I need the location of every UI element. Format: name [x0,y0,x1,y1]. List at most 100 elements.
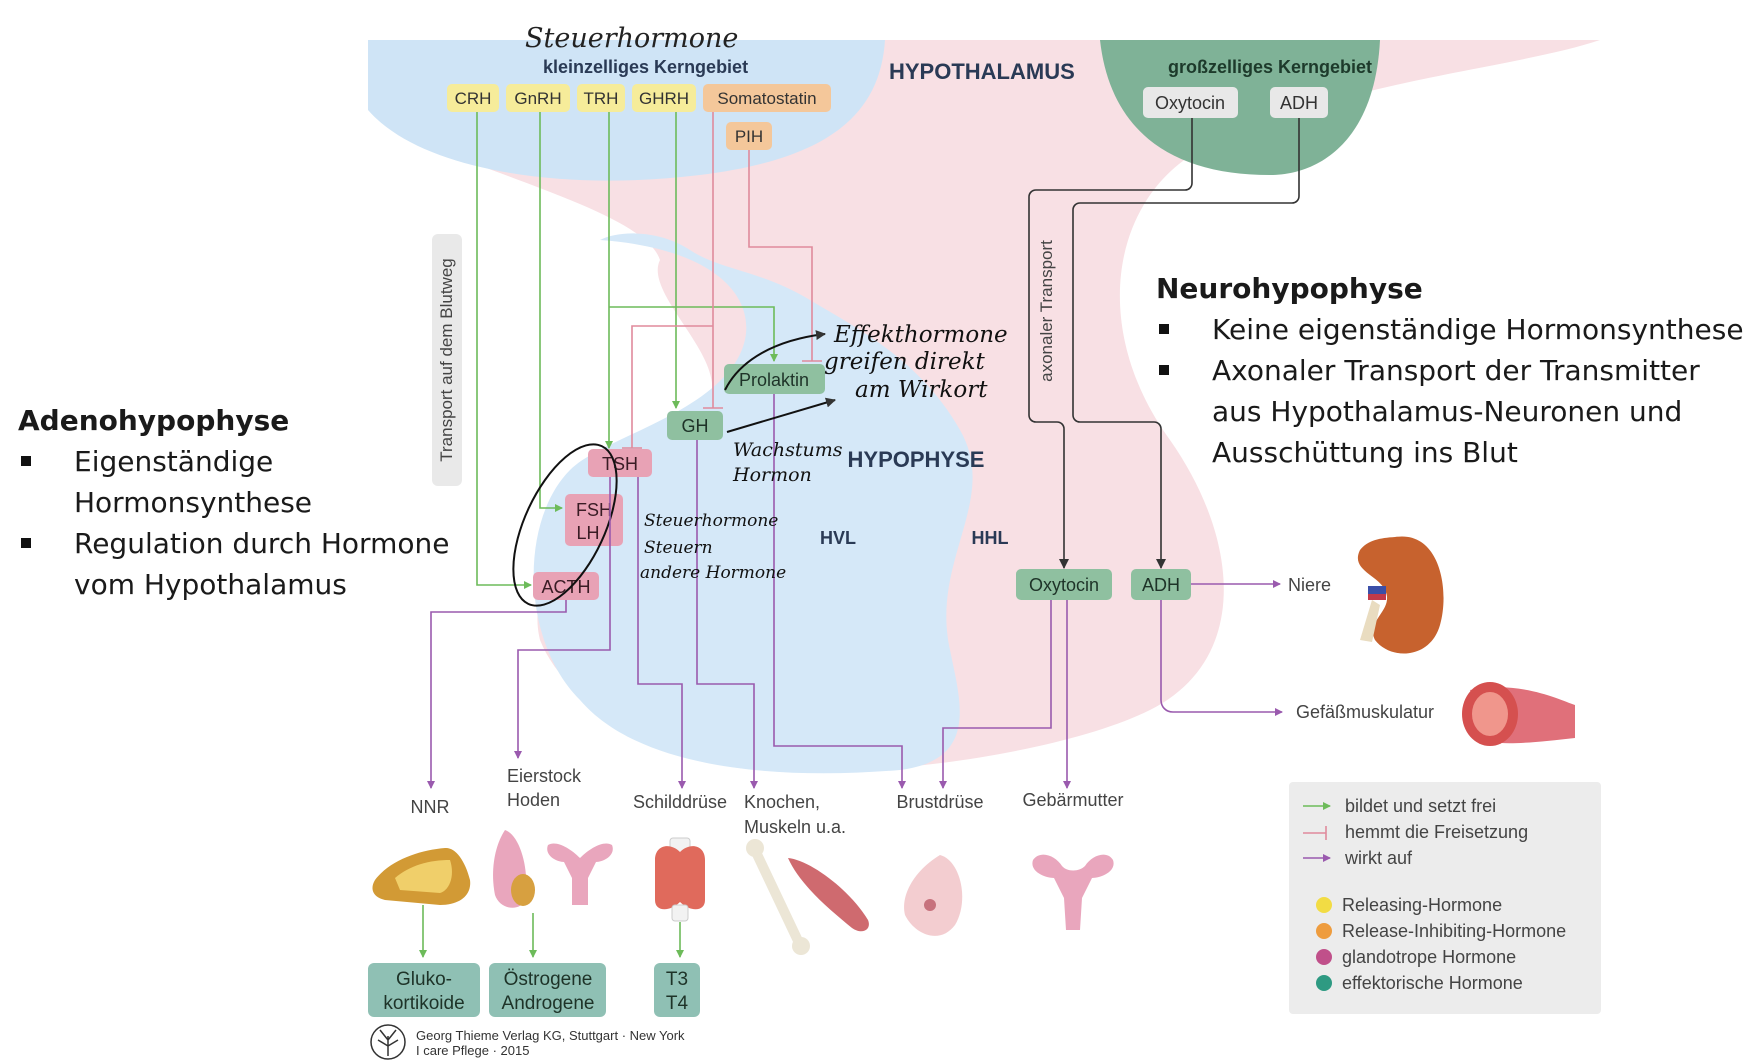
gluko-label-1: Gluko- [396,969,452,990]
chip-somatostatin [703,84,831,112]
chip-adh-hypothalamus [1270,87,1328,118]
adeno-bullet-1: Eigenständige Hormonsynthese [18,441,324,523]
handwritten-ellipse [512,443,618,607]
chip-crh [447,84,499,112]
gnrh-label: GnRH [514,89,561,108]
ghrh-label: GHRH [639,89,689,108]
legend-inhibit: hemmt die Freisetzung [1345,822,1528,842]
pih-label: PIH [735,127,763,146]
legend-dot-glandotrop [1316,949,1332,965]
adh-hypothalamus-label: ADH [1280,93,1318,113]
acth-label: ACTH [542,577,591,597]
crh-to-acth-arrow [476,112,532,589]
legend-release: bildet und setzt frei [1345,796,1496,816]
t3-label: T3 [666,969,688,990]
somatostatin-inhibit-tsh [631,325,713,448]
hvl-label: HVL [820,528,856,548]
target-hoden: Hoden [507,790,560,810]
hypothalamus-large-cell-region [1100,40,1380,175]
legend-releasing: Releasing-Hormone [1342,895,1502,915]
bone-muscle-icon [746,839,869,955]
handwritten-growth-1: Wachstums [733,439,843,461]
adrenal-icon [372,847,471,905]
crh-label: CRH [455,89,492,108]
neuro-bullet-2: Axonaler Transport der Transmitter aus H… [1156,350,1712,473]
legend-dot-inhibiting [1316,923,1332,939]
legend-box [1289,782,1601,1014]
ovary-testis-icon [493,830,613,908]
legend-inhibit-red [1303,826,1327,840]
trh-to-prolaktin-arrow [609,306,778,362]
oxytocin-axonal-arrow [1028,118,1193,569]
blood-transport-label: Transport auf dem Blutweg [437,258,456,461]
credit-line-1: Georg Thieme Verlag KG, Stuttgart · New … [416,1028,685,1043]
oestrogene-label-1: Östrogene [504,969,593,990]
chip-pih [726,122,772,150]
hypophyse-region [533,233,973,774]
t4-label: T4 [666,993,689,1014]
neuro-bullets: Keine eigenständige Hormonsynthese Axona… [1156,309,1744,473]
vessel-icon [1462,682,1575,746]
lh-label: LH [576,523,599,543]
neuro-bullet-1: Keine eigenständige Hormonsynthese [1156,309,1744,350]
adeno-bullets: Eigenständige Hormonsynthese Regulation … [18,441,468,605]
pih-inhibit-prolaktin [748,150,813,361]
chip-gnrh [506,84,570,112]
blood-transport-box [432,234,462,486]
gluko-label-2: kortikoide [383,993,464,1014]
acth-to-nnr-arrow [427,600,567,789]
product-gluko [368,963,480,1017]
product-oestrogene [489,963,606,1017]
chip-oxytocin-hypothalamus [1143,87,1238,118]
kidney-icon [1357,536,1444,654]
handwritten-arrow-prolaktin [724,330,826,391]
uterus-icon [1032,854,1114,930]
credit-line-2: I care Pflege · 2015 [416,1043,529,1058]
adh-to-gefaess-arrow [1160,600,1283,716]
handwritten-effect-3: am Wirkort [855,377,988,403]
adeno-title: Adenohypophyse [18,404,290,437]
legend-acts: wirkt auf [1344,848,1413,868]
target-niere: Niere [1288,575,1331,595]
hypothalamus-title: HYPOTHALAMUS [889,59,1075,84]
axonal-transport-label: axonaler Transport [1037,240,1056,382]
fsh-label: FSH [576,500,612,520]
adh-hhl-label: ADH [1142,575,1180,595]
chip-adh-hhl [1131,569,1191,600]
oxytocin-hhl-label: Oxytocin [1029,575,1099,595]
handwritten-control-2: Steuern [644,538,713,558]
breast-icon [904,855,963,936]
oxytocin-to-brust-arrow [939,600,1052,789]
tsh-label: TSH [602,454,638,474]
adeno-bullet-2: Regulation durch Hormone vom Hypothalamu… [18,523,474,605]
legend-dot-releasing [1316,897,1332,913]
tsh-to-schilddruese-arrow [637,477,686,789]
legend-dot-effektorisch [1316,975,1332,991]
hypophyse-title: HYPOPHYSE [848,447,985,472]
somatostatin-label: Somatostatin [717,89,816,108]
handwritten-effect-1: Effekthormone [833,322,1008,348]
chip-ghrh [632,84,696,112]
gh-label: GH [682,416,709,436]
adh-axonal-arrow [1072,118,1300,569]
handwritten-control-1: Steuerhormone [644,511,778,531]
prolaktin-to-brust-arrow [773,394,906,789]
chip-gh [667,411,723,440]
handwritten-effect-2: greifen direkt [824,349,986,375]
gh-to-knochen-arrow [696,440,758,789]
handwritten-control-3: andere Hormone [640,563,786,583]
legend-inhibiting: Release-Inhibiting-Hormone [1342,921,1566,941]
fsh-to-eierstock-arrow [514,477,611,759]
chip-prolaktin [724,364,825,394]
small-cell-label: kleinzelliges Kerngebiet [543,57,748,77]
handwritten-arrow-gh [726,397,836,433]
handwritten-growth-2: Hormon [732,464,812,486]
neuro-title: Neurohypophyse [1156,272,1423,305]
thyroid-icon [655,837,705,922]
target-gefaess: Gefäßmuskulatur [1296,702,1434,722]
chip-acth [533,572,599,600]
target-gebaermutter: Gebärmutter [1022,790,1123,810]
legend-effektorisch: effektorische Hormone [1342,973,1523,993]
chip-trh [577,84,625,112]
